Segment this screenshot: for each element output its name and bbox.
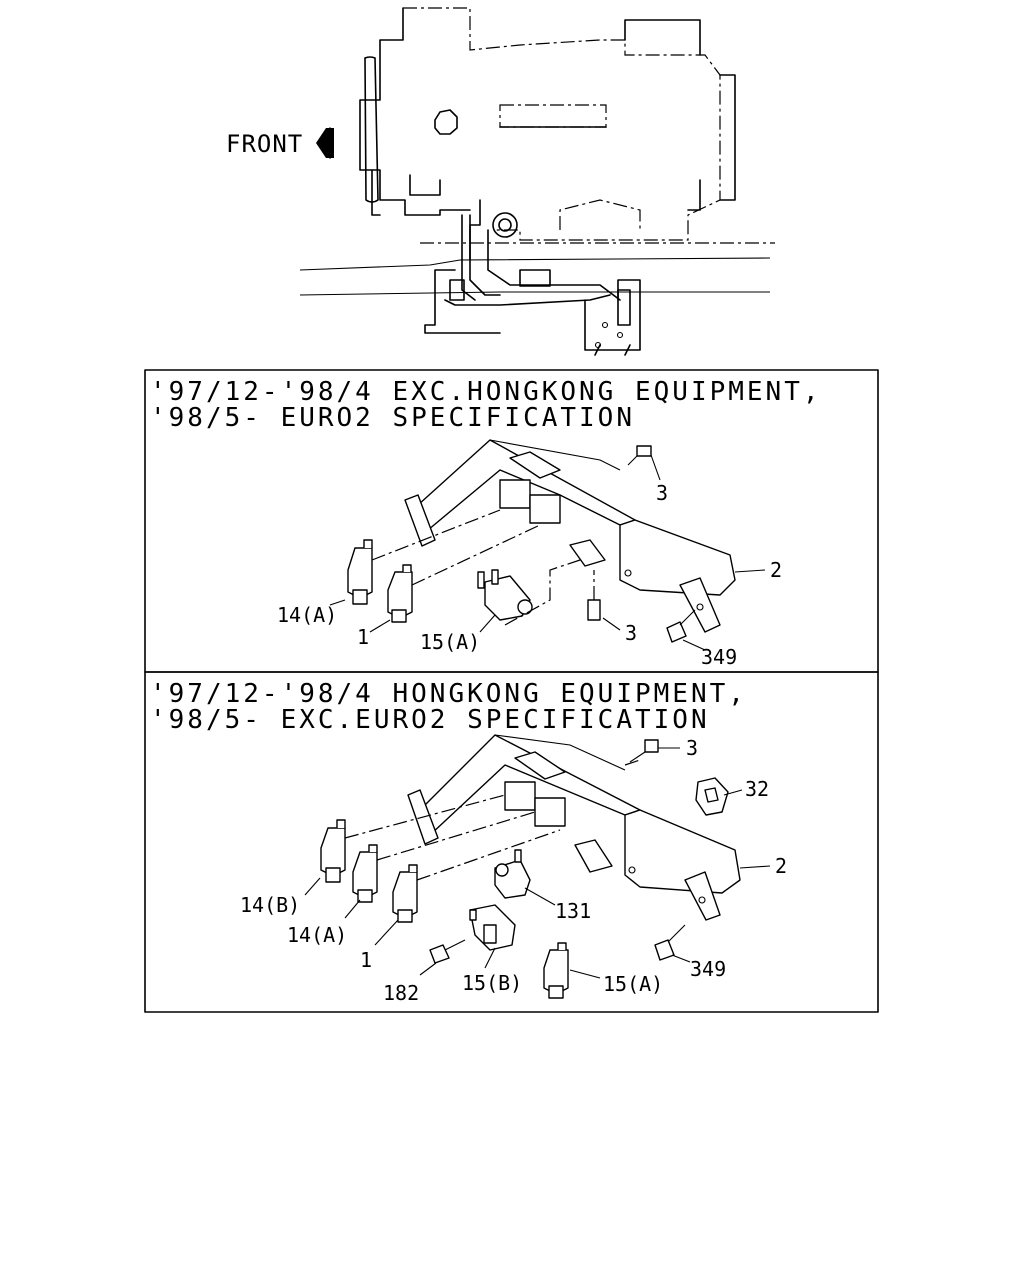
callout-3: 3 bbox=[686, 736, 698, 760]
panel-title-line1: '97/12-'98/4 EXC.HONGKONG EQUIPMENT, bbox=[150, 377, 822, 407]
vsv-valve-15a bbox=[543, 942, 569, 999]
callout-1: 1 bbox=[357, 625, 369, 649]
callout-14a: 14(A) bbox=[287, 923, 347, 947]
bolt-349 bbox=[666, 609, 696, 643]
bolt-3 bbox=[629, 739, 659, 763]
callout-2: 2 bbox=[770, 558, 782, 582]
bolt-3-lower bbox=[587, 599, 601, 621]
callout-349: 349 bbox=[701, 645, 737, 669]
callout-3-upper: 3 bbox=[656, 481, 668, 505]
panel-frame bbox=[144, 671, 879, 1013]
vsv-valve-14a bbox=[347, 539, 373, 605]
front-direction-label: FRONT bbox=[226, 130, 303, 158]
vsv-valve-1 bbox=[392, 864, 418, 923]
front-arrow-icon bbox=[316, 128, 334, 158]
vsv-valve-14a bbox=[352, 844, 378, 903]
panel-hongkong-spec: '97/12-'98/4 HONGKONG EQUIPMENT, '98/5- … bbox=[144, 671, 879, 1013]
bolt-182 bbox=[429, 939, 466, 964]
sensor-131 bbox=[494, 849, 531, 899]
vsv-valve-1 bbox=[387, 564, 413, 623]
callout-349: 349 bbox=[690, 957, 726, 981]
engine-overview: FRONT bbox=[226, 7, 775, 356]
mounting-bracket bbox=[404, 439, 736, 633]
callout-14b: 14(B) bbox=[240, 893, 300, 917]
callout-15a: 15(A) bbox=[603, 972, 663, 996]
callout-3-lower: 3 bbox=[625, 621, 637, 645]
callout-182: 182 bbox=[383, 981, 419, 1005]
callout-1: 1 bbox=[360, 948, 372, 972]
callout-131: 131 bbox=[555, 899, 591, 923]
panel-euro2-spec: '97/12-'98/4 EXC.HONGKONG EQUIPMENT, '98… bbox=[144, 369, 879, 673]
clip-32 bbox=[695, 777, 729, 816]
bolt-3-upper bbox=[627, 445, 652, 466]
callout-15b: 15(B) bbox=[462, 971, 522, 995]
vsv-valve-15b bbox=[469, 904, 516, 951]
panel-title-line2: '98/5- EURO2 SPECIFICATION bbox=[150, 403, 635, 433]
panel-title-line2: '98/5- EXC.EURO2 SPECIFICATION bbox=[150, 705, 710, 735]
callout-15a: 15(A) bbox=[420, 630, 480, 654]
callout-14a: 14(A) bbox=[277, 603, 337, 627]
bolt-349 bbox=[654, 924, 686, 961]
callout-2: 2 bbox=[775, 854, 787, 878]
mounting-bracket bbox=[407, 734, 741, 921]
callout-32: 32 bbox=[745, 777, 769, 801]
vsv-valve-15a bbox=[477, 569, 533, 621]
vsv-valve-14b bbox=[320, 819, 346, 883]
panel-title-line1: '97/12-'98/4 HONGKONG EQUIPMENT, bbox=[150, 679, 747, 709]
